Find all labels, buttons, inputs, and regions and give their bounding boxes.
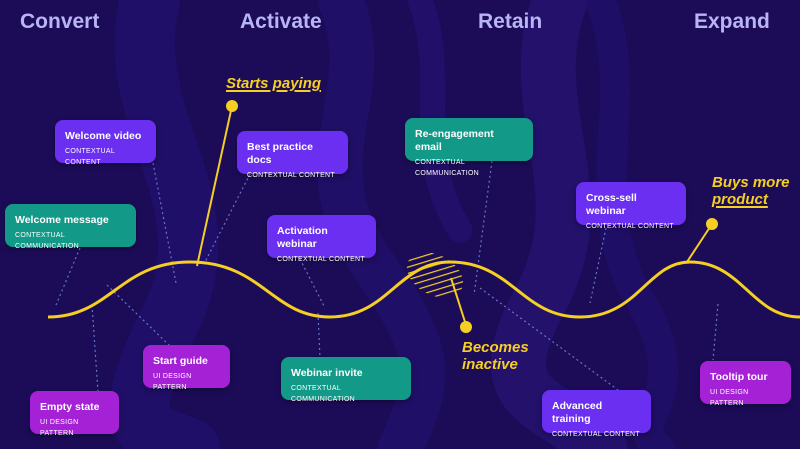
card-advanced-training: Advanced training CONTEXTUAL CONTENT [542, 390, 651, 438]
card-subtitle: CONTEXTUAL CONTENT [65, 148, 115, 166]
connector-best-practice [204, 173, 251, 263]
card-subtitle: CONTEXTUAL COMMUNICATION [291, 385, 356, 403]
card-subtitle: CONTEXTUAL COMMUNICATION [415, 159, 480, 177]
milestone-buys-more: Buys more product [712, 174, 790, 208]
milestone-buys-more-line1: Buys more [712, 174, 790, 191]
card-title: Webinar invite [291, 367, 363, 379]
card-title: Best practice docs [247, 141, 313, 166]
card-title: Advanced training [552, 400, 603, 425]
card-subtitle: CONTEXTUAL COMMUNICATION [15, 232, 80, 250]
starts-paying-pin-line [196, 105, 233, 267]
card-subtitle: CONTEXTUAL CONTENT [552, 431, 640, 438]
milestone-becomes-inactive-line1: Becomes [462, 339, 529, 356]
card-activation-webinar: Activation webinar CONTEXTUAL CONTENT [267, 215, 376, 263]
connector-empty-state [91, 304, 99, 393]
phase-activate: Activate [240, 10, 322, 33]
card-title: Welcome video [65, 130, 142, 142]
card-empty-state: Empty state UI DESIGN PATTERN [30, 391, 119, 437]
phase-expand: Expand [694, 10, 770, 33]
milestone-becomes-inactive-line2: inactive [462, 356, 518, 373]
milestone-buys-more-line2: product [712, 191, 768, 208]
phase-convert: Convert [20, 10, 100, 33]
background-ribbons [109, 0, 679, 449]
connector-activation-webinar [299, 258, 326, 309]
inactive-zone-hatch [406, 252, 464, 298]
inactive-pin-line [450, 277, 467, 326]
card-crosssell-webinar: Cross-sell webinar CONTEXTUAL CONTENT [576, 182, 686, 230]
card-subtitle: CONTEXTUAL CONTENT [247, 172, 335, 179]
buys-more-pin-dot [706, 218, 718, 230]
buys-more-pin-line [686, 223, 713, 263]
card-title: Empty state [40, 401, 100, 413]
connector-crosssell [589, 227, 607, 304]
milestone-starts-paying: Starts paying [226, 75, 322, 92]
card-title: Start guide [153, 355, 208, 367]
card-title: Tooltip tour [710, 371, 768, 383]
connector-reengagement [473, 160, 493, 296]
card-subtitle: CONTEXTUAL CONTENT [586, 223, 674, 230]
card-welcome-message: Welcome message CONTEXTUAL COMMUNICATION [5, 204, 136, 250]
card-webinar-invite: Webinar invite CONTEXTUAL COMMUNICATION [281, 357, 411, 403]
starts-paying-pin-dot [226, 100, 238, 112]
card-title: Cross-sell webinar [586, 192, 637, 217]
card-subtitle: UI DESIGN PATTERN [153, 373, 192, 391]
connector-tooltip-tour [712, 303, 719, 361]
connector-webinar-invite [317, 312, 321, 359]
card-subtitle: UI DESIGN PATTERN [40, 419, 79, 437]
card-title: Re-engagement email [415, 128, 494, 153]
milestone-becomes-inactive: Becomes inactive [462, 339, 529, 373]
inactive-pin-dot [460, 321, 472, 333]
card-title: Activation webinar [277, 225, 328, 250]
connector-advanced-training [479, 287, 619, 391]
card-best-practice-docs: Best practice docs CONTEXTUAL CONTENT [237, 131, 348, 179]
journey-curve [47, 260, 800, 319]
card-start-guide: Start guide UI DESIGN PATTERN [143, 345, 230, 391]
card-reengagement-email: Re-engagement email CONTEXTUAL COMMUNICA… [405, 118, 533, 177]
milestone-pins [196, 100, 718, 333]
card-welcome-video: Welcome video CONTEXTUAL CONTENT [55, 120, 156, 166]
card-tooltip-tour: Tooltip tour UI DESIGN PATTERN [700, 361, 791, 407]
phase-retain: Retain [478, 10, 543, 33]
card-title: Welcome message [15, 214, 109, 226]
card-subtitle: CONTEXTUAL CONTENT [277, 256, 365, 263]
card-subtitle: UI DESIGN PATTERN [710, 389, 749, 407]
connector-welcome-message [55, 247, 81, 306]
